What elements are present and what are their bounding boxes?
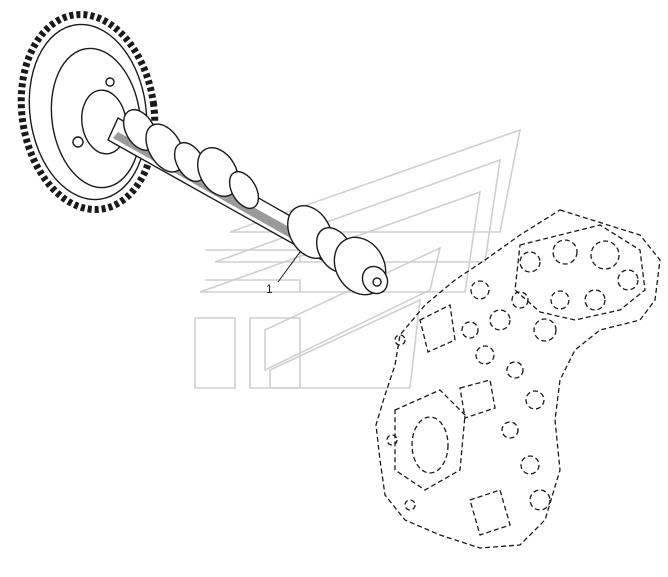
camshaft	[107, 109, 389, 296]
camshaft-gear	[17, 11, 159, 213]
camshaft-end	[361, 265, 389, 295]
callout-1: 1	[266, 251, 301, 296]
callout-leader-line	[277, 251, 301, 283]
engine-block-outline	[375, 209, 661, 549]
cam-lobes	[122, 109, 387, 296]
gear-bolt-hole	[105, 77, 115, 87]
gear-bolt-hole	[72, 136, 84, 148]
gear-teeth	[17, 11, 159, 213]
callout-label: 1	[266, 282, 273, 296]
